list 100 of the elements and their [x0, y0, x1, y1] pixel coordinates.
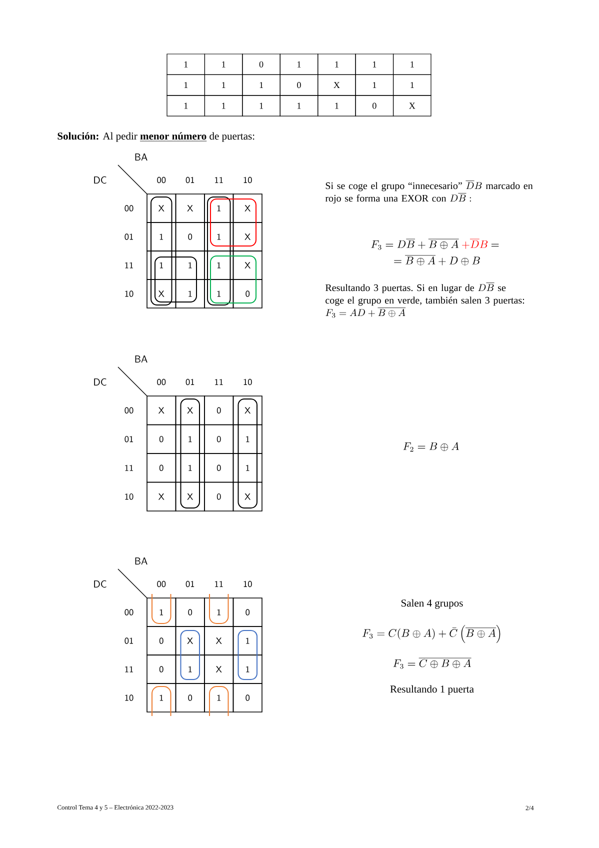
paragraph: Si se coge el grupo “innecesario” $\overline{D}B$ marcado en rojo se forma una EXOR con $D\overline{B}:$ [325, 180, 533, 204]
equation: $F_3 = D\overline{B} + \overline{B \oplus A}$ $+ \overline{D}B$ $=$ [371, 239, 499, 250]
column-header: 10 [244, 176, 252, 184]
label: $F_3 = AD + \overline{B \oplus A}$ [326, 308, 406, 318]
group-loop [180, 398, 200, 508]
group-loop [238, 630, 258, 680]
map-cell: 1 [175, 250, 205, 280]
map-cell: 0 [146, 453, 176, 483]
map-cell: 0 [146, 654, 176, 684]
table-cell: 1 [204, 95, 243, 116]
table-cell: 1 [280, 95, 318, 116]
map-cell: X [146, 279, 176, 308]
column-header: 11 [215, 378, 223, 386]
map-cell: 0 [204, 482, 234, 512]
map-cell: 0 [146, 626, 176, 656]
axis-label: BA [135, 356, 148, 362]
map-cell: 0 [204, 424, 234, 454]
row-header: 11 [125, 262, 133, 268]
table-cell: 1 [166, 74, 206, 96]
column-header: 11 [215, 176, 223, 184]
axis-label: BA [135, 558, 148, 564]
axis-label: DC [94, 378, 106, 386]
equation: $= \overline{B \oplus A} + D \oplus B$ [394, 255, 480, 266]
label: Al pedir [102, 132, 138, 142]
row-header: 10 [125, 290, 134, 297]
map-cell: X [232, 222, 262, 252]
map-cell: 0 [204, 453, 234, 483]
row-header: 00 [124, 609, 134, 616]
map-cell: 1 [232, 626, 262, 656]
map-cell: X [146, 194, 176, 223]
table-cell: 1 [355, 54, 394, 75]
column-header: 10 [244, 580, 252, 588]
table-cell: 1 [242, 74, 280, 96]
map-cell: 1 [232, 654, 262, 684]
table-cell: 1 [166, 54, 206, 75]
equation: $F_3 = C(B \oplus A) + \bar{C}\left(\overline{B \oplus A}\right)$ [362, 625, 500, 643]
row-header: 00 [124, 205, 134, 212]
map-cell: X [232, 396, 262, 426]
label: Resultando 3 puertas. Si en lugar de [325, 284, 474, 294]
label: Si se coge el grupo “innecesario” [326, 182, 462, 192]
map-cell: 0 [175, 683, 205, 712]
map-cell: 1 [146, 222, 176, 252]
map-cell: 1 [175, 424, 205, 454]
label: menor número [140, 132, 206, 140]
table-cell: 1 [318, 54, 356, 75]
table-cell: 1 [280, 54, 318, 75]
map-cell: 1 [204, 250, 234, 280]
map-cell: 0 [175, 598, 205, 627]
group-loop [152, 594, 172, 624]
row-header: 10 [125, 694, 134, 701]
label: $D\overline{B}:$ [450, 193, 471, 202]
map-cell: 1 [175, 654, 205, 684]
table-cell: 1 [318, 95, 356, 116]
group-loop [209, 594, 229, 624]
table-cell: 1 [355, 74, 394, 96]
axis-label: BA [135, 154, 148, 160]
map-cell: 0 [175, 222, 205, 252]
table-cell: 1 [392, 74, 432, 96]
map-cell: X [204, 654, 234, 684]
map-cell: 0 [204, 396, 234, 426]
map-cell: 1 [204, 194, 234, 223]
row-header: 10 [125, 493, 134, 500]
map-cell: X [175, 482, 205, 512]
label: rojo se forma una EXOR con [325, 194, 446, 204]
map-cell: 1 [146, 598, 176, 627]
equation: $F_2 = B \oplus A$ [403, 442, 459, 452]
label: Solución: [58, 132, 98, 140]
table-cell: 1 [242, 95, 280, 116]
map-cell: X [146, 396, 176, 426]
map-cell: X [175, 194, 205, 223]
table-cell: X [318, 74, 356, 96]
map-cell: X [232, 482, 262, 512]
table-cell: 1 [204, 74, 243, 96]
row-header: 01 [124, 638, 133, 644]
map-cell: 0 [232, 683, 262, 712]
table-cell: 0 [355, 95, 394, 116]
map-cell: 1 [204, 222, 234, 252]
row-header: 11 [125, 464, 133, 471]
row-header: 00 [124, 407, 134, 414]
axis-label: DC [94, 580, 106, 588]
label: se [498, 286, 506, 292]
map-cell: 1 [232, 453, 262, 483]
column-header: 01 [186, 176, 194, 184]
map-cell: 1 [175, 453, 205, 483]
axis-label: DC [94, 176, 106, 184]
group-loop [238, 398, 258, 508]
map-cell: X [232, 194, 262, 223]
paragraph: Resultando 3 puertas. Si en lugar de $D\overline{B}$ se coge el grupo en verde, también salen 3 puertas: $F_3 = AD + \overline{B \oplus A}$ [325, 282, 524, 318]
map-cell: 0 [232, 598, 262, 627]
column-header: 01 [186, 378, 194, 386]
group-loop [154, 256, 197, 302]
heading-text: Solución: Al pedir menor número de puertas: [58, 132, 254, 142]
table-cell: X [392, 95, 432, 116]
map-cell: X [232, 250, 262, 280]
map-cell: 1 [146, 250, 176, 280]
map-cell: 1 [146, 683, 176, 712]
table-cell: 1 [392, 54, 432, 75]
group-loop [150, 196, 172, 306]
table-cell: 1 [204, 54, 243, 75]
map-cell: 1 [175, 279, 205, 308]
